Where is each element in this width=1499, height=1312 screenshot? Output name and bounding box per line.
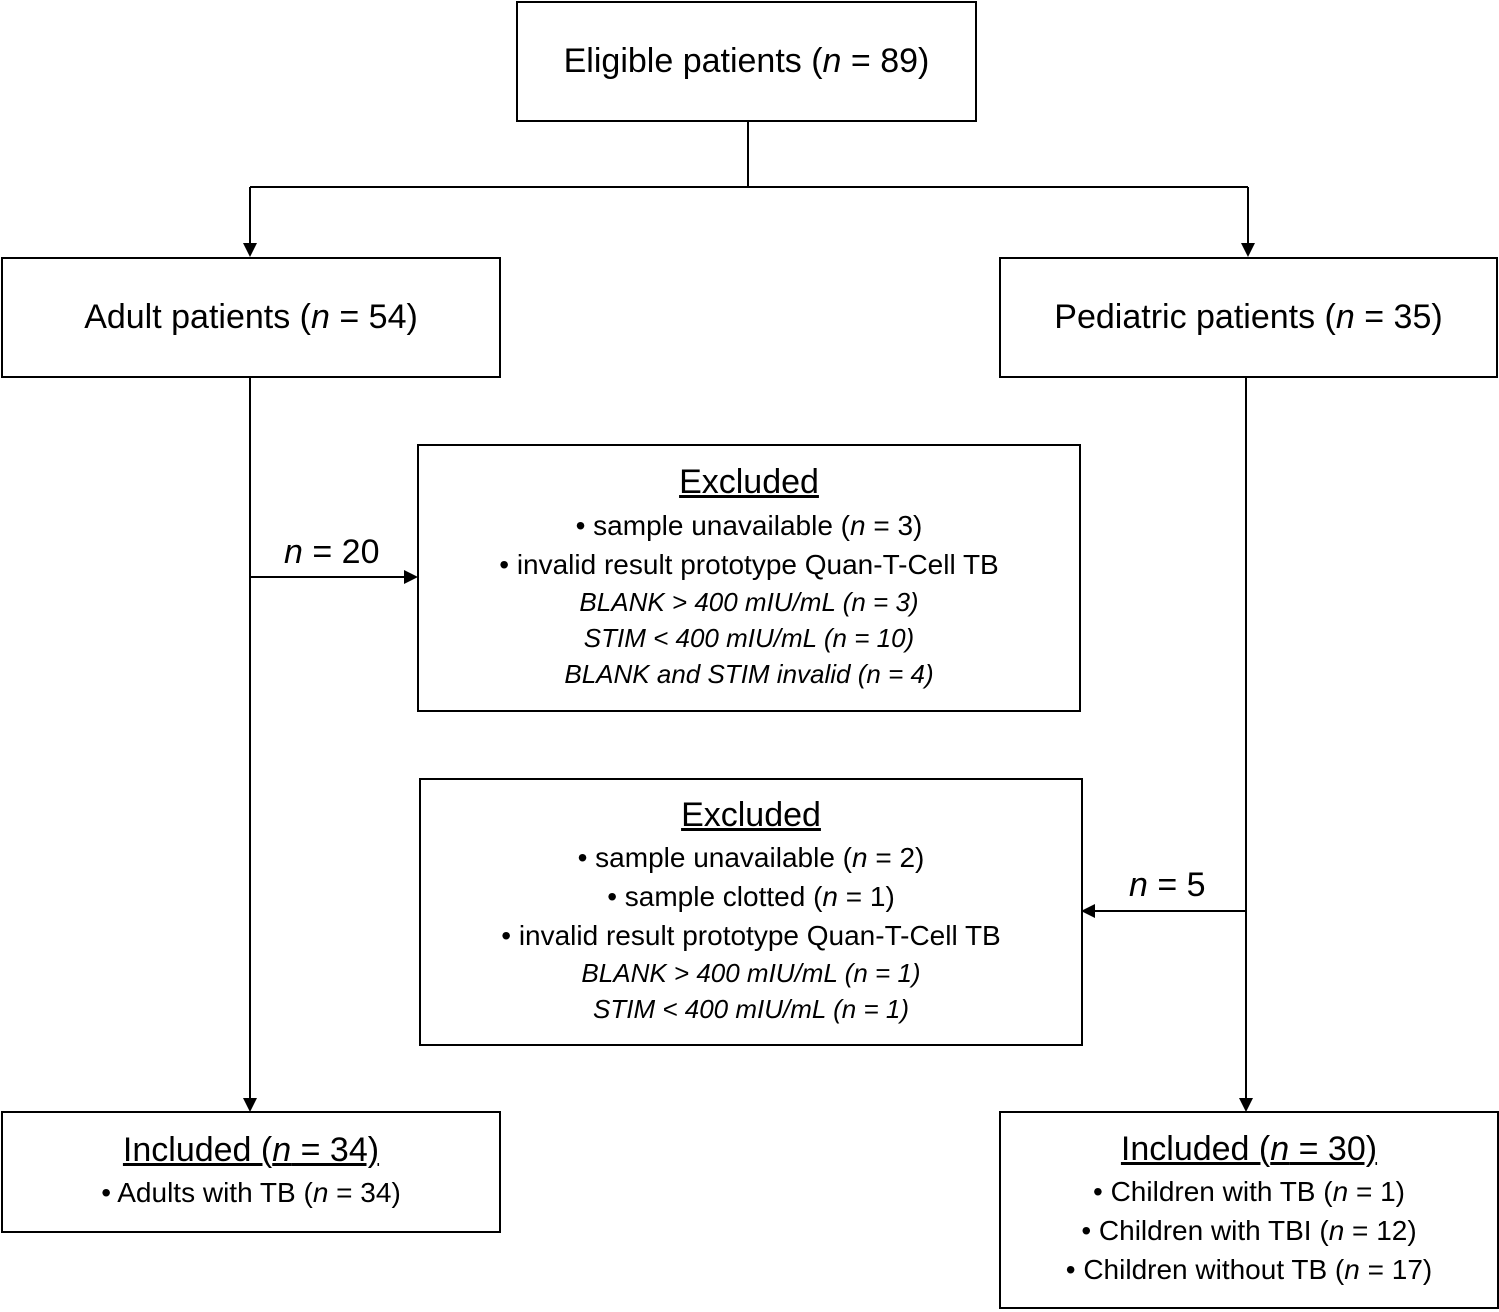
excluded-pediatric-heading: Excluded — [681, 795, 821, 834]
excluded-pediatric-subitem: STIM < 400 mIU/mL (n = 1) — [593, 994, 909, 1025]
excluded-adult-subitem: STIM < 400 mIU/mL (n = 10) — [583, 622, 915, 653]
adult-exclusion-count: n = 20 — [284, 533, 380, 571]
excluded-adult-item: • sample unavailable (n = 3) — [575, 509, 923, 541]
excluded-pediatric-item: • invalid result prototype Quan-T-Cell T… — [501, 920, 1001, 952]
pediatric-exclusion-count: n = 5 — [1129, 866, 1206, 904]
excluded-adult-subitem: BLANK and STIM invalid (n = 4) — [564, 658, 934, 689]
excluded-adult-heading: Excluded — [679, 463, 819, 502]
included-adult-heading: Included (n = 34) — [122, 1130, 380, 1169]
included-pediatric-item: • Children with TBI (n = 12) — [1081, 1215, 1417, 1247]
pediatric-patients-box: Pediatric patients (n = 35) — [999, 257, 1498, 378]
excluded-pediatric-subitem: BLANK > 400 mIU/mL (n = 1) — [581, 958, 921, 989]
adult-patients-box: Adult patients (n = 54) — [1, 257, 501, 378]
pediatric-patients-label: Pediatric patients (n = 35) — [1054, 297, 1443, 336]
included-adult-item: • Adults with TB (n = 34) — [101, 1177, 401, 1209]
excluded-adult-item: • invalid result prototype Quan-T-Cell T… — [499, 548, 999, 580]
eligible-patients-label: Eligible patients (n = 89) — [563, 41, 930, 80]
excluded-pediatric-box: Excluded • sample unavailable (n = 2) • … — [419, 778, 1083, 1046]
excluded-adult-subitem: BLANK > 400 mIU/mL (n = 3) — [579, 586, 919, 617]
eligible-patients-box: Eligible patients (n = 89) — [516, 1, 977, 122]
included-pediatric-item: • Children with TB (n = 1) — [1093, 1176, 1405, 1208]
included-pediatric-heading: Included (n = 30) — [1120, 1129, 1378, 1168]
adult-patients-label: Adult patients (n = 54) — [84, 297, 418, 336]
included-adult-box: Included (n = 34) • Adults with TB (n = … — [1, 1111, 501, 1233]
excluded-pediatric-item: • sample unavailable (n = 2) — [577, 842, 925, 874]
included-pediatric-box: Included (n = 30) • Children with TB (n … — [999, 1111, 1499, 1309]
excluded-pediatric-item: • sample clotted (n = 1) — [607, 881, 895, 913]
included-pediatric-item: • Children without TB (n = 17) — [1065, 1254, 1433, 1286]
excluded-adult-box: Excluded • sample unavailable (n = 3) • … — [417, 444, 1081, 712]
